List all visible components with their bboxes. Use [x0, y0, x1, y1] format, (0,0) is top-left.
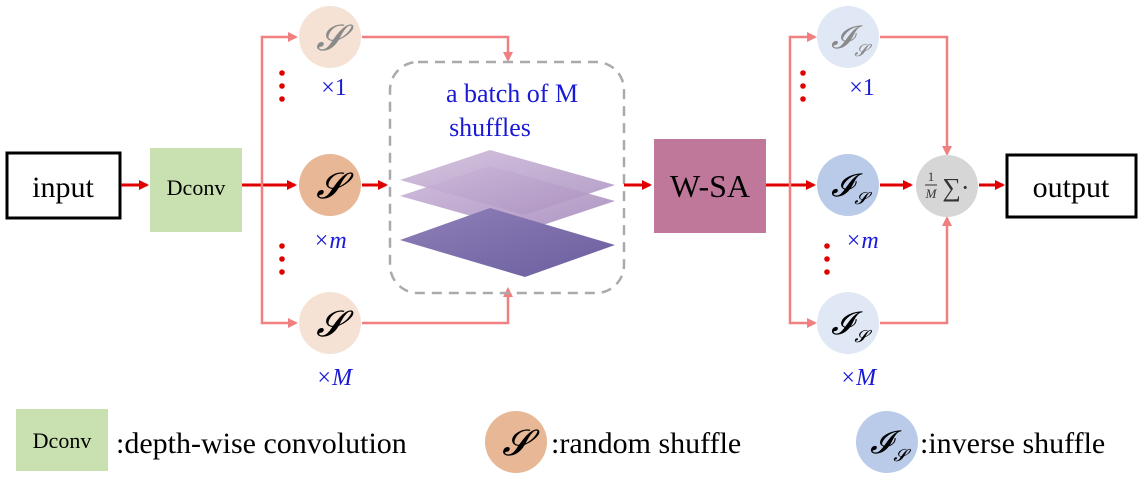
legend-shuffle: 𝓢 :random shuffle [485, 411, 741, 473]
legend-dconv: Dconv :depth-wise convolution [16, 409, 407, 471]
arrow-inverse-top-to-sum [880, 35, 952, 156]
legend-inverse-swatch [856, 411, 918, 473]
multiplicity-bottom-right: ×M [840, 365, 878, 391]
shuffle-node-bottom: 𝓢 [299, 292, 361, 354]
arrow-shuffle-top-to-batch [362, 35, 513, 62]
input-node: input [5, 151, 122, 220]
multiplicity-mid-right: ×m [845, 228, 879, 254]
ellipsis-dots-upper-left [279, 70, 285, 102]
multiplicity-bottom-left: ×M [316, 365, 354, 391]
shuffle-node-mid: 𝓢 [299, 154, 361, 216]
output-node: output [1005, 153, 1138, 219]
sum-fraction-denominator: M [925, 186, 938, 201]
multiplicity-top-right: ×1 [849, 75, 875, 101]
legend-inverse-desc: :inverse shuffle [920, 427, 1105, 460]
batch-label-line1: a batch of M [446, 79, 578, 108]
wsa-label: W-SA [670, 168, 750, 204]
input-label: input [32, 171, 94, 204]
arrow-branch-bottom [260, 185, 298, 328]
average-sum-node: 1 M ∑· [916, 155, 978, 217]
inverse-node-mid: 𝓘 𝓢 [817, 154, 879, 216]
arrow-wsa-branch-top [788, 32, 817, 185]
arrow-branch-top [260, 32, 298, 185]
output-label: output [1033, 171, 1110, 204]
multiplicity-top-left: ×1 [321, 75, 347, 101]
arrow-wsa-branch-bottom [788, 185, 817, 328]
arrow-shuffle-bottom-to-batch [362, 287, 513, 325]
ellipsis-dots-lower-right [824, 243, 830, 275]
dconv-label: Dconv [167, 175, 226, 200]
ellipsis-dots-upper-right [800, 70, 806, 102]
legend-shuffle-desc: :random shuffle [551, 427, 741, 460]
legend-inverse: 𝓘 𝓢 :inverse shuffle [856, 411, 1105, 473]
ellipsis-dots-lower-left [279, 243, 285, 275]
multiplicity-mid-left: ×m [313, 228, 347, 254]
sum-fraction-numerator: 1 [928, 169, 935, 184]
inverse-node-top: 𝓘 𝓢 [817, 6, 879, 68]
arrow-inverse-bottom-to-sum [880, 216, 952, 325]
sum-symbol: ∑· [942, 173, 969, 202]
legend-dconv-box-label: Dconv [33, 428, 92, 453]
inverse-node-bottom: 𝓘 𝓢 [817, 292, 879, 354]
shuffle-node-top: 𝓢 [299, 6, 361, 68]
wsa-node: W-SA [654, 139, 766, 233]
feature-layer-3 [400, 208, 615, 277]
legend-shuffle-swatch [485, 411, 547, 473]
batch-of-shuffles: a batch of M shuffles [388, 60, 626, 295]
batch-label-line2: shuffles [449, 113, 531, 142]
legend-dconv-swatch [16, 409, 108, 471]
dconv-node: Dconv [150, 148, 242, 232]
feature-layer-2 [400, 166, 615, 231]
legend: Dconv :depth-wise convolution 𝓢 :random … [16, 409, 1105, 473]
legend-dconv-desc: :depth-wise convolution [116, 427, 407, 460]
